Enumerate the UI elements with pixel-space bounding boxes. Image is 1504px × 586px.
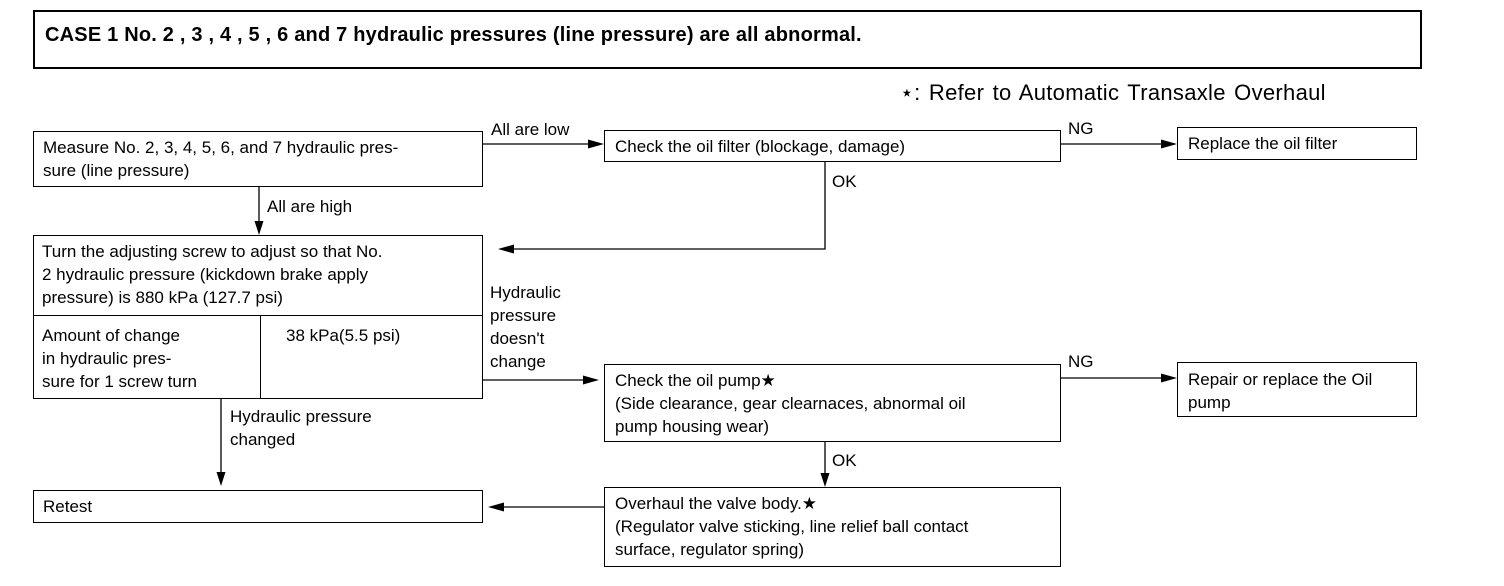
label-changed: Hydraulic pressure changed: [230, 407, 372, 449]
valve-box: Overhaul the valve body.★ (Regulator val…: [604, 487, 1061, 567]
arrowhead-icon: [583, 375, 599, 385]
measure-box: Measure No. 2, 3, 4, 5, 6, and 7 hydraul…: [33, 131, 483, 187]
change-value: 38 kPa(5.5 psi): [286, 326, 401, 345]
arrowhead-icon: [254, 221, 264, 235]
arrowhead-icon: [1161, 373, 1177, 383]
filter-box: Check the oil filter (blockage, damage): [604, 130, 1061, 162]
label-ng-pump: NG: [1068, 352, 1094, 371]
label-all-high: All are high: [267, 197, 353, 216]
filter-text: Check the oil filter (blockage, damage): [615, 137, 906, 156]
repair-pump-text: Repair or replace the Oil pump: [1188, 370, 1373, 412]
arrowhead-icon: [588, 139, 604, 149]
adjust-text: Turn the adjusting screw to adjust so th…: [42, 242, 383, 307]
arrowhead-icon: [820, 473, 830, 487]
replace-filter-text: Replace the oil filter: [1188, 134, 1338, 153]
legend-note: ⋆: Refer to Automatic Transaxle Overhaul: [900, 80, 1326, 105]
retest-box: Retest: [33, 490, 483, 523]
label-ng-filter: NG: [1068, 119, 1094, 138]
page-title: CASE 1 No. 2 , 3 , 4 , 5 , 6 and 7 hydra…: [45, 24, 862, 46]
arrowhead-icon: [488, 502, 504, 512]
pump-box: Check the oil pump★ (Side clearance, gea…: [604, 364, 1061, 442]
adjust-box: Turn the adjusting screw to adjust so th…: [33, 235, 483, 399]
replace-filter-box: Replace the oil filter: [1177, 127, 1417, 160]
arrowhead-icon: [216, 472, 226, 486]
measure-text: Measure No. 2, 3, 4, 5, 6, and 7 hydraul…: [43, 138, 399, 180]
arrow-filter-ok-to-adjust: [508, 162, 826, 250]
retest-text: Retest: [43, 497, 93, 516]
arrowhead-icon: [1161, 139, 1177, 149]
change-label: Amount of change in hydraulic pres- sure…: [42, 326, 197, 391]
adjust-divider-v: [260, 315, 261, 399]
label-ok-pump: OK: [832, 451, 857, 470]
label-all-low: All are low: [491, 120, 570, 139]
repair-pump-box: Repair or replace the Oil pump: [1177, 362, 1417, 417]
arrowhead-icon: [498, 244, 514, 254]
valve-text: Overhaul the valve body.★ (Regulator val…: [615, 494, 969, 559]
adjust-divider-h: [34, 315, 482, 316]
label-ok-filter: OK: [832, 172, 857, 191]
label-no-change: Hydraulic pressure doesn't change: [490, 283, 561, 371]
pump-text: Check the oil pump★ (Side clearance, gea…: [615, 371, 966, 436]
title-box: CASE 1 No. 2 , 3 , 4 , 5 , 6 and 7 hydra…: [33, 10, 1422, 69]
